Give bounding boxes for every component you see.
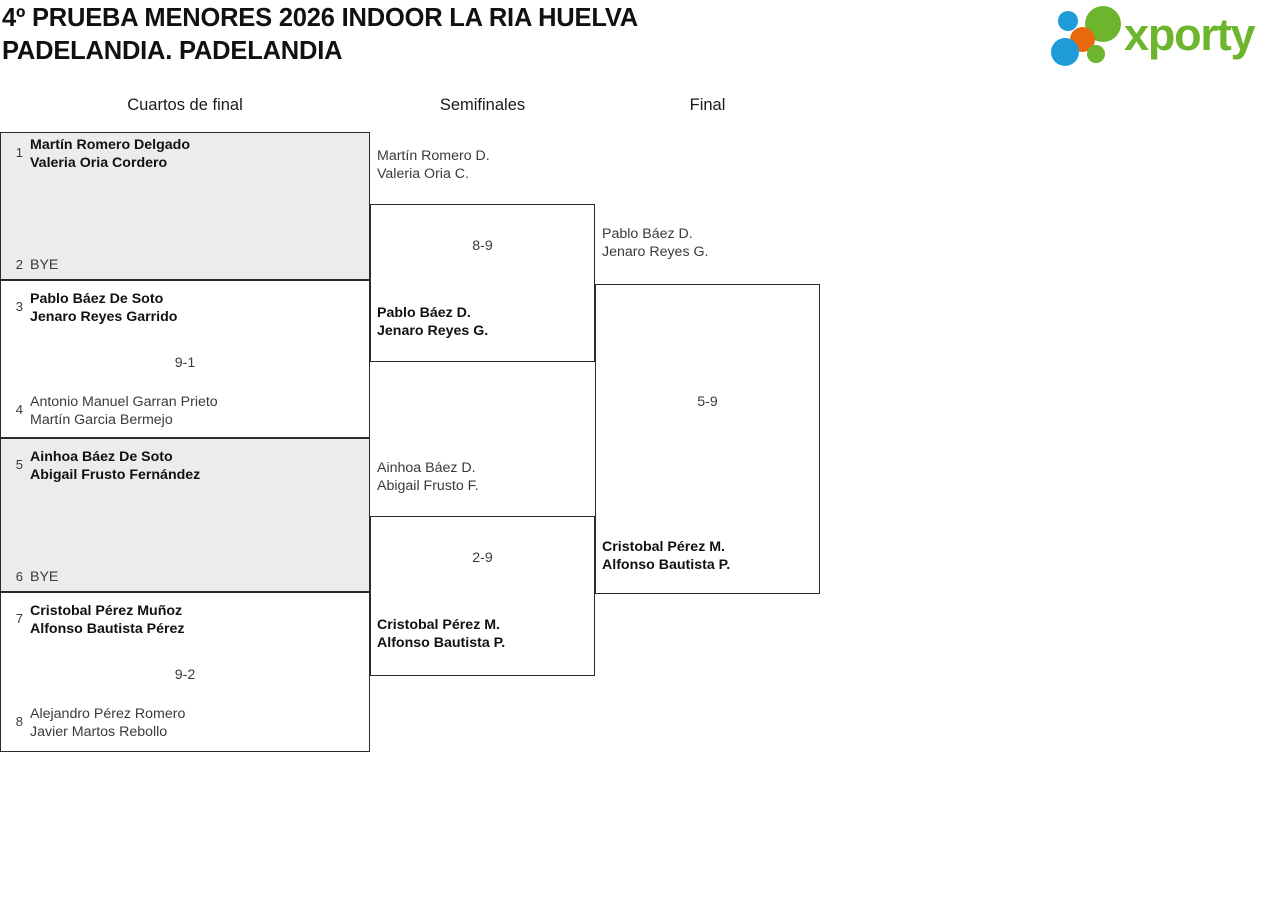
match-slot-bottom[interactable]: 6 BYE xyxy=(1,561,369,587)
seed-number: 7 xyxy=(15,611,23,626)
match-slot-top[interactable]: 3 Pablo Báez De Soto Jenaro Reyes Garrid… xyxy=(1,291,369,327)
match-score: 5-9 xyxy=(697,394,718,410)
column-header-final: Final xyxy=(689,96,726,114)
seed-number: 5 xyxy=(15,457,23,472)
final-top-team[interactable]: Pablo Báez D. Jenaro Reyes G. xyxy=(602,226,709,260)
match-slot-top[interactable]: 1 Martín Romero Delgado Valeria Oria Cor… xyxy=(1,137,369,173)
column-header-quarterfinals: Cuartos de final xyxy=(127,96,243,114)
page-title: 4º PRUEBA MENORES 2026 INDOOR LA RIA HUE… xyxy=(2,4,638,65)
team-names: Ainhoa Báez De Soto Abigail Frusto Ferná… xyxy=(30,449,201,483)
final-bottom-team[interactable]: Cristobal Pérez M. Alfonso Bautista P. xyxy=(602,539,731,573)
match-sf2[interactable]: 2-9 Cristobal Pérez M. Alfonso Bautista … xyxy=(370,516,595,676)
column-header-semifinals: Semifinales xyxy=(439,96,526,114)
page-header: 4º PRUEBA MENORES 2026 INDOOR LA RIA HUE… xyxy=(0,0,1280,78)
seed-number: 3 xyxy=(15,299,23,314)
match-slot-bottom[interactable]: 4 Antonio Manuel Garran Prieto Martín Ga… xyxy=(1,394,369,430)
semifinal-1-top-team[interactable]: Martín Romero D. Valeria Oria C. xyxy=(377,148,490,182)
match-score: 8-9 xyxy=(472,238,493,254)
team-names: Cristobal Pérez Muñoz Alfonso Bautista P… xyxy=(30,603,185,637)
seed-number: 1 xyxy=(15,145,23,160)
logo-dots-icon xyxy=(1050,5,1128,67)
match-sf1[interactable]: 8-9 Pablo Báez D. Jenaro Reyes G. xyxy=(370,204,595,362)
team-names: Antonio Manuel Garran Prieto Martín Garc… xyxy=(30,394,218,428)
logo-dot-green-small xyxy=(1087,45,1105,63)
logo-wordmark: xporty xyxy=(1124,9,1256,60)
match-qf2[interactable]: 3 Pablo Báez De Soto Jenaro Reyes Garrid… xyxy=(0,280,370,438)
team-names: BYE xyxy=(30,569,59,585)
seed-number: 8 xyxy=(15,714,23,729)
match-slot-top[interactable]: 5 Ainhoa Báez De Soto Abigail Frusto Fer… xyxy=(1,449,369,485)
match-slot-top[interactable]: 7 Cristobal Pérez Muñoz Alfonso Bautista… xyxy=(1,603,369,639)
logo-dot-blue-small xyxy=(1058,11,1078,31)
seed-number: 6 xyxy=(15,569,23,584)
match-score: 2-9 xyxy=(472,550,493,566)
match-slot-bottom[interactable]: 2 BYE xyxy=(1,249,369,275)
seed-number: 4 xyxy=(15,402,23,417)
match-qf3[interactable]: 5 Ainhoa Báez De Soto Abigail Frusto Fer… xyxy=(0,438,370,592)
team-names: BYE xyxy=(30,257,59,273)
team-names: Pablo Báez De Soto Jenaro Reyes Garrido xyxy=(30,291,178,325)
match-score: 9-2 xyxy=(174,667,196,683)
match-final[interactable]: 5-9 Cristobal Pérez M. Alfonso Bautista … xyxy=(595,284,820,594)
match-slot-bottom[interactable]: 8 Alejandro Pérez Romero Javier Martos R… xyxy=(1,706,369,742)
match-qf4[interactable]: 7 Cristobal Pérez Muñoz Alfonso Bautista… xyxy=(0,592,370,752)
match-qf1[interactable]: 1 Martín Romero Delgado Valeria Oria Cor… xyxy=(0,132,370,280)
semifinal-2-bottom-team[interactable]: Cristobal Pérez M. Alfonso Bautista P. xyxy=(377,617,506,651)
team-names: Martín Romero Delgado Valeria Oria Corde… xyxy=(30,137,191,171)
seed-number: 2 xyxy=(15,257,23,272)
match-score: 9-1 xyxy=(174,355,196,371)
logo-dot-blue-large xyxy=(1051,38,1079,66)
semifinal-2-top-team[interactable]: Ainhoa Báez D. Abigail Frusto F. xyxy=(377,460,479,494)
semifinal-1-bottom-team[interactable]: Pablo Báez D. Jenaro Reyes G. xyxy=(377,305,489,339)
team-names: Alejandro Pérez Romero Javier Martos Reb… xyxy=(30,706,186,740)
xporty-logo: xporty xyxy=(1050,5,1276,67)
